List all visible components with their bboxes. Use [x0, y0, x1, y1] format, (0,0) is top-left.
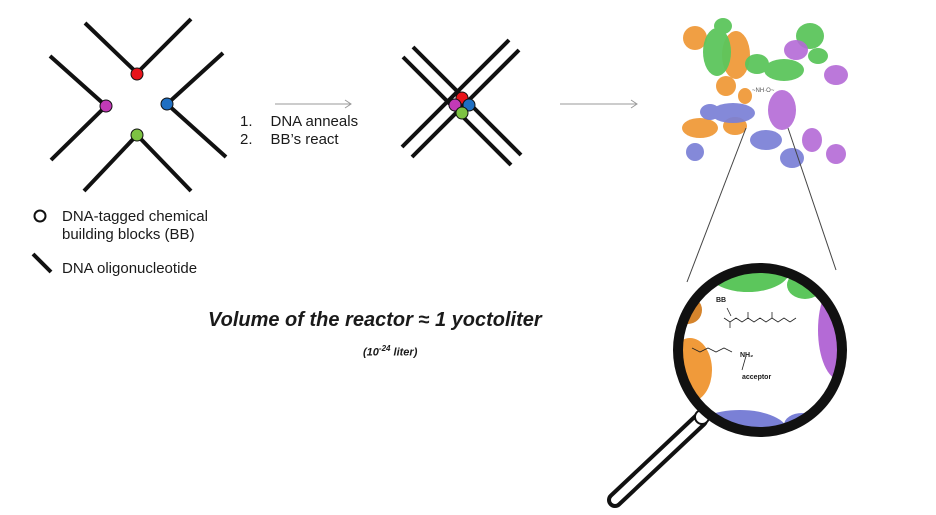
step-text: BB’s react: [270, 131, 339, 148]
zoom-label-acceptor: acceptor: [742, 374, 772, 381]
bb-red: [130, 67, 144, 81]
zoom-line-right: [787, 127, 837, 271]
step-text: DNA anneals: [270, 113, 359, 130]
bb-magenta: [99, 99, 113, 113]
oligo-left: [48, 54, 109, 162]
bb-green: [130, 128, 144, 142]
magnifier-handle: [607, 409, 710, 508]
reactor-volume-text: Volume of the reactor ≈ 1 yoctoliter: [208, 309, 542, 331]
reaction-steps: 1. DNA anneals 2. BB’s react: [240, 113, 358, 149]
arrow-1: [275, 99, 352, 109]
step-number: 2.: [240, 131, 253, 148]
liter-base: (10: [363, 346, 379, 359]
step-number: 1.: [240, 113, 253, 130]
legend-oligo-icon: [31, 252, 53, 274]
liter-suffix: liter): [390, 346, 418, 359]
step-2: 2. BB’s react: [240, 131, 358, 149]
arrow-2: [560, 99, 638, 109]
liter-exponent: -24: [378, 344, 391, 353]
legend-building-blocks: DNA-tagged chemical building blocks (BB): [62, 208, 208, 243]
bb-blue: [160, 97, 174, 111]
oligo-right: [164, 51, 228, 159]
step-1: 1. DNA anneals: [240, 113, 358, 131]
bb-green-annealed: [455, 106, 469, 120]
zoom-label-bb: BB: [716, 297, 727, 304]
oligo-top: [83, 17, 193, 76]
molecular-model: ~NH·O~: [682, 18, 848, 168]
zoom-label-nh2: NH₂: [740, 352, 754, 359]
zoom-line-left: [686, 127, 747, 283]
legend-oligonucleotide: DNA oligonucleotide: [62, 260, 198, 277]
liter-note: (10-24 liter): [363, 340, 417, 362]
lens-rim: [673, 263, 847, 437]
legend-circle-icon: [33, 209, 47, 223]
oligo-bottom: [82, 132, 193, 193]
svg-text:~NH·O~: ~NH·O~: [752, 88, 775, 94]
separate-building-blocks: [48, 17, 228, 193]
